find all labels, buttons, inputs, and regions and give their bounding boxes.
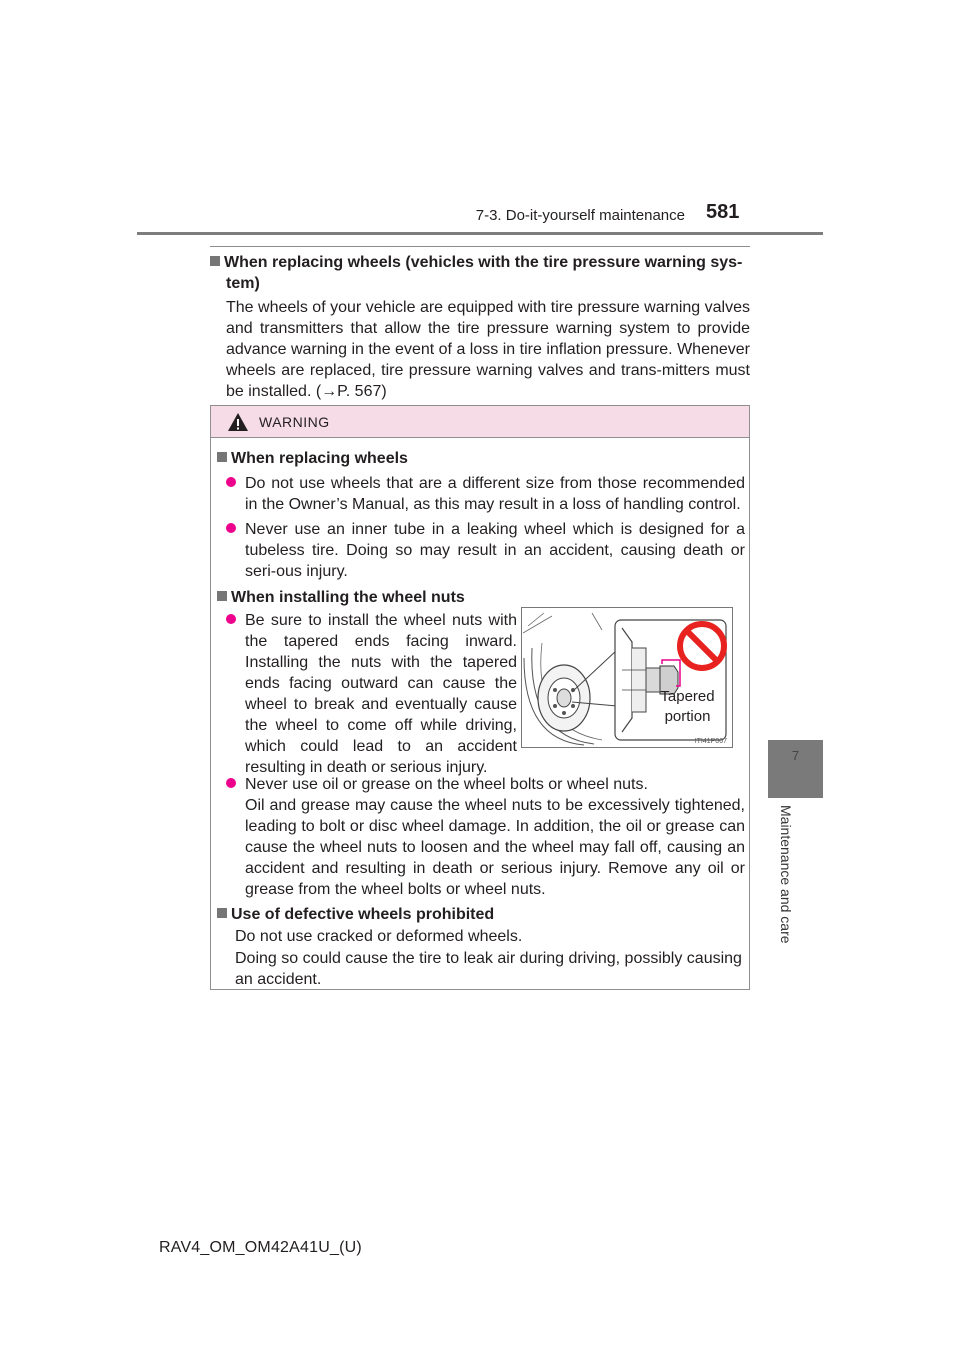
wheel-nut-illustration: Tapered portion ITI41P007 xyxy=(521,607,733,748)
bullet-item: Never use oil or grease on the wheel bol… xyxy=(217,774,745,795)
warning-bullet-with-figure: Be sure to install the wheel nuts with t… xyxy=(217,606,517,778)
square-bullet-icon xyxy=(217,908,227,918)
chapter-tab-label: Maintenance and care xyxy=(778,805,794,944)
document-code: RAV4_OM_OM42A41U_(U) xyxy=(159,1239,362,1256)
warning-text-line: Do not use cracked or deformed wheels. xyxy=(235,928,523,945)
section-divider xyxy=(210,246,750,247)
square-bullet-icon xyxy=(217,452,227,462)
section-body: The wheels of your vehicle are equipped … xyxy=(226,299,750,400)
wheel-nut-drawing xyxy=(522,612,727,746)
page-number: 581 xyxy=(706,201,740,223)
header-divider xyxy=(137,232,823,235)
header-section-title: 7-3. Do-it-yourself maintenance xyxy=(475,207,685,224)
warning-text-line: Doing so could cause the tire to leak ai… xyxy=(235,950,742,988)
bullet-dot-icon xyxy=(226,477,236,487)
warning-header: WARNING xyxy=(211,406,749,438)
square-bullet-icon xyxy=(217,591,227,601)
warning-title: WARNING xyxy=(259,414,330,430)
section-heading: When replacing wheels (vehicles with the… xyxy=(210,252,750,294)
warning-sub-heading: Use of defective wheels prohibited xyxy=(217,904,745,925)
bullet-item: Never use an inner tube in a leaking whe… xyxy=(217,519,745,582)
warning-sub-heading: When replacing wheels xyxy=(217,448,745,469)
warning-sub-oil: Never use oil or grease on the wheel bol… xyxy=(217,770,745,990)
chapter-tab xyxy=(768,740,823,798)
square-bullet-icon xyxy=(210,256,220,266)
bullet-detail: Oil and grease may cause the wheel nuts … xyxy=(245,797,745,898)
bullet-item: Do not use wheels that are a different s… xyxy=(217,473,745,515)
bullet-dot-icon xyxy=(226,778,236,788)
section-wheels-tpws: When replacing wheels (vehicles with the… xyxy=(210,252,750,402)
bullet-item: Be sure to install the wheel nuts with t… xyxy=(217,610,517,778)
figure-code: ITI41P007 xyxy=(694,738,727,745)
chapter-tab-number: 7 xyxy=(791,748,800,763)
tapered-portion-label: Tapered portion xyxy=(660,688,715,725)
warning-triangle-icon xyxy=(228,413,248,431)
bullet-dot-icon xyxy=(226,614,236,624)
bullet-dot-icon xyxy=(226,523,236,533)
warning-sub-replacing: When replacing wheels Do not use wheels … xyxy=(217,448,745,608)
warning-sub-heading: When installing the wheel nuts xyxy=(217,587,745,608)
